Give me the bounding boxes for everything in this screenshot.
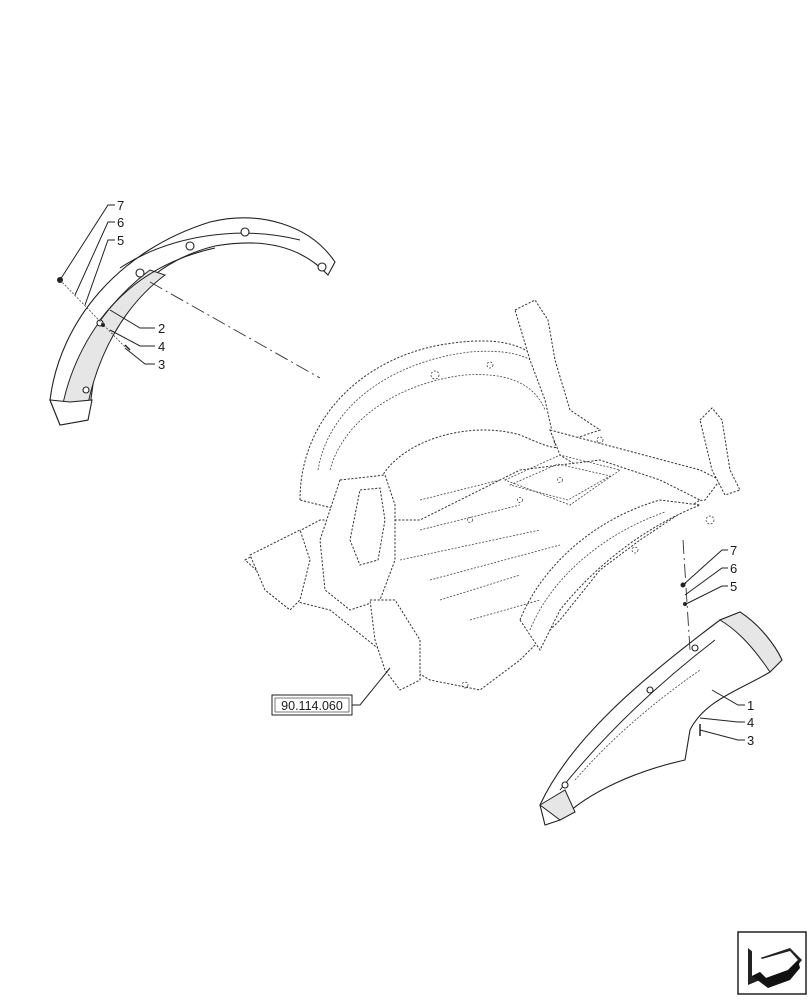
right-callout-6: 6 [730, 561, 737, 576]
left-fender-part [49, 217, 336, 426]
left-leaders [59, 204, 155, 365]
left-callout-5: 5 [117, 233, 124, 248]
right-fender-part [539, 611, 783, 826]
reference-link[interactable]: 90.114.060 [271, 667, 391, 716]
washer-icon [683, 602, 687, 606]
next-page-arrow-icon[interactable] [737, 931, 807, 995]
right-callout-4: 4 [747, 715, 754, 730]
right-callout-3: 3 [747, 733, 754, 748]
left-callout-3: 3 [158, 357, 165, 372]
left-callout-4: 4 [158, 339, 165, 354]
reference-label: 90.114.060 [281, 699, 343, 713]
left-callout-6: 6 [117, 215, 124, 230]
cab-frame [244, 299, 741, 691]
right-callout-7: 7 [730, 543, 737, 558]
right-callout-1: 1 [747, 698, 754, 713]
left-callout-7: 7 [117, 198, 124, 213]
assembly-line-left [149, 281, 321, 379]
bolt-icon [124, 344, 131, 351]
right-callout-5: 5 [730, 579, 737, 594]
right-leaders [682, 549, 745, 741]
washer-icon [101, 323, 105, 327]
left-callout-2: 2 [158, 321, 165, 336]
